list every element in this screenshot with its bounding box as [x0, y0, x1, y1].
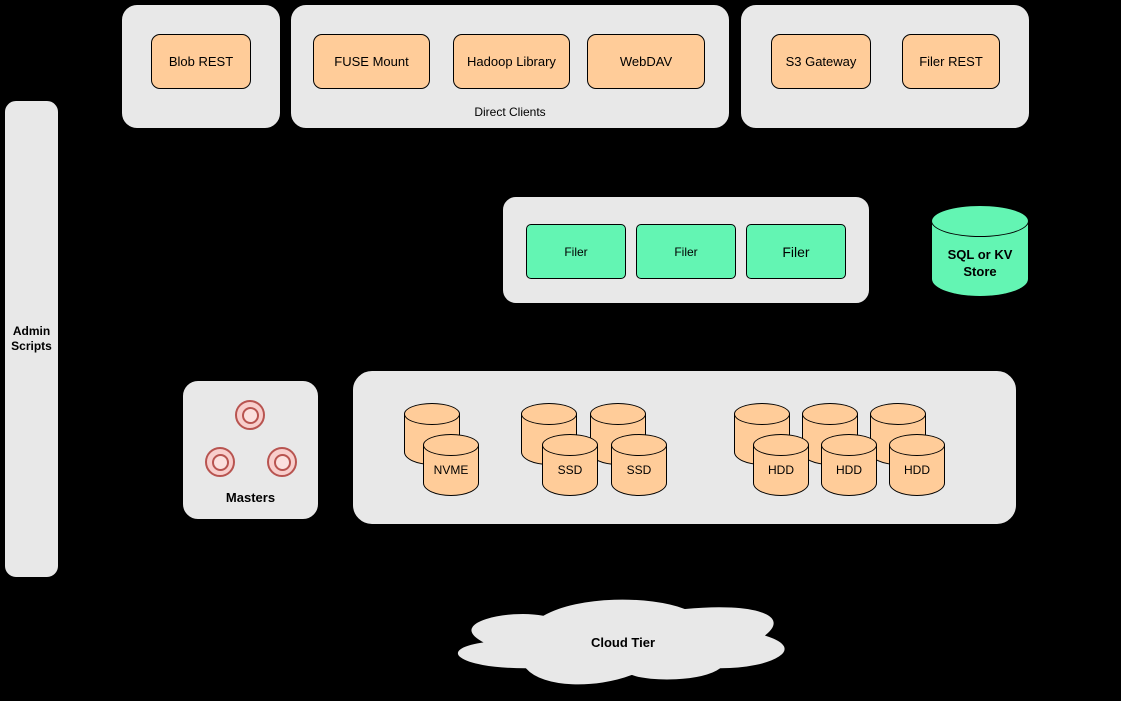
cloud-icon [437, 588, 809, 696]
cloud-tier-shape: Cloud Tier [437, 588, 809, 696]
filer-rest-label: Filer REST [919, 54, 983, 69]
cylinder-top [404, 403, 460, 425]
admin-scripts-panel: Admin Scripts [4, 100, 59, 578]
blob-rest-node: Blob REST [151, 34, 251, 89]
ssd-volume-cylinder: SSD [542, 434, 598, 496]
filer-node: Filer [746, 224, 846, 279]
cylinder-top [611, 434, 667, 456]
cylinder-body: SSD [542, 445, 598, 496]
hdd-volume-cylinder: HDD [889, 434, 945, 496]
cylinder-top [521, 403, 577, 425]
nvme-volume-cylinder: NVME [423, 434, 479, 496]
gateway-group: S3 Gateway Filer REST [740, 4, 1030, 129]
cylinder-top [889, 434, 945, 456]
nvme-label: NVME [433, 463, 469, 477]
direct-clients-caption: Direct Clients [474, 105, 546, 119]
cylinder-top [590, 403, 646, 425]
direct-clients-group: FUSE Mount Hadoop Library WebDAV Direct … [290, 4, 730, 129]
masters-panel: Masters [182, 380, 319, 520]
cylinder-top [821, 434, 877, 456]
fuse-mount-label: FUSE Mount [334, 54, 409, 69]
master-node-icon [235, 400, 265, 430]
cylinder-top [423, 434, 479, 456]
hdd-label: HDD [768, 463, 794, 477]
hadoop-library-label: Hadoop Library [467, 54, 556, 69]
sql-kv-store-cylinder: SQL or KV Store [931, 205, 1029, 297]
filer-label: Filer [564, 244, 588, 259]
cloud-tier-label: Cloud Tier [590, 634, 656, 650]
masters-caption: Masters [225, 490, 276, 505]
master-node-icon [205, 447, 235, 477]
cylinder-top [734, 403, 790, 425]
filer-node: Filer [526, 224, 626, 279]
hdd-volume-cylinder: HDD [821, 434, 877, 496]
cylinder-top [802, 403, 858, 425]
hadoop-library-node: Hadoop Library [453, 34, 570, 89]
filer-label: Filer [674, 244, 698, 259]
hdd-label: HDD [836, 463, 862, 477]
fuse-mount-node: FUSE Mount [313, 34, 430, 89]
cylinder-top [753, 434, 809, 456]
cylinder-top [870, 403, 926, 425]
filer-group: Filer Filer Filer [502, 196, 870, 304]
cylinder-top [542, 434, 598, 456]
filer-node: Filer [636, 224, 736, 279]
hdd-volume-cylinder: HDD [753, 434, 809, 496]
admin-scripts-label: Admin Scripts [11, 324, 52, 353]
cylinder-top [931, 205, 1029, 237]
filer-rest-node: Filer REST [902, 34, 1000, 89]
hdd-label: HDD [904, 463, 930, 477]
filer-label: Filer [782, 243, 810, 260]
volume-servers-panel: NVME SSD SSD [352, 370, 1017, 525]
ssd-volume-cylinder: SSD [611, 434, 667, 496]
sql-kv-store-label: SQL or KV Store [947, 247, 1013, 279]
master-node-icon [267, 447, 297, 477]
ssd-label: SSD [557, 463, 583, 477]
s3-gateway-node: S3 Gateway [771, 34, 871, 89]
blob-rest-group: Blob REST [121, 4, 281, 129]
blob-rest-label: Blob REST [168, 54, 234, 69]
s3-gateway-label: S3 Gateway [785, 54, 857, 69]
webdav-label: WebDAV [619, 54, 673, 69]
webdav-node: WebDAV [587, 34, 705, 89]
ssd-label: SSD [626, 463, 652, 477]
